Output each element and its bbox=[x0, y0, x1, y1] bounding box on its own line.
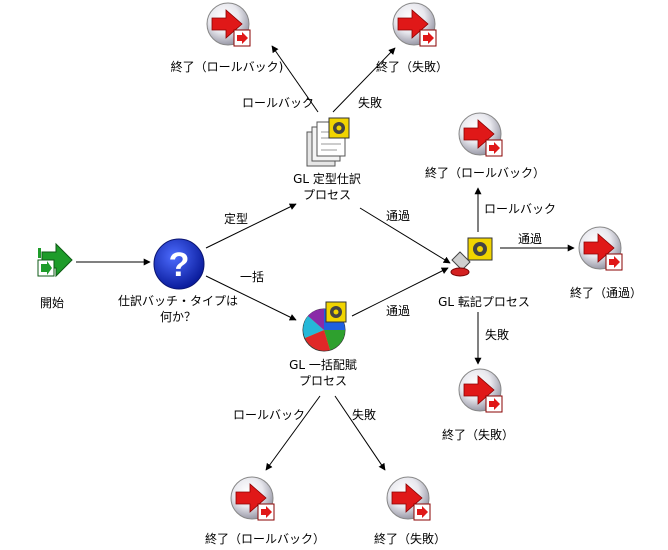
mass-label-line1: GL 一括配賦 bbox=[289, 358, 357, 372]
edge-mass-end-rollback bbox=[265, 395, 321, 471]
recurring-label-line1: GL 定型仕訳 bbox=[293, 172, 361, 186]
mass-label-line2: プロセス bbox=[298, 374, 347, 388]
edge-label-fail-post: 失敗 bbox=[485, 328, 510, 342]
posting-icon[interactable] bbox=[450, 237, 493, 277]
end-post-pass-label: 終了（通過） bbox=[569, 286, 642, 300]
edge-recurring-end-rollback bbox=[271, 45, 319, 113]
end-top-fail-icon[interactable] bbox=[392, 2, 437, 47]
posting-label: GL 転記プロセス bbox=[438, 295, 530, 309]
edge-label-pass-mass: 通過 bbox=[386, 304, 411, 318]
end-post-rollback-icon[interactable] bbox=[458, 112, 503, 157]
edge-recurring-posting bbox=[359, 207, 451, 264]
mass-allocation-icon[interactable] bbox=[302, 301, 347, 352]
end-top-fail-label: 終了（失敗） bbox=[375, 60, 448, 74]
edge-label-pass-post: 通過 bbox=[518, 232, 543, 246]
edge-label-fail-bottom: 失敗 bbox=[352, 408, 377, 422]
end-bottom-rollback-icon[interactable] bbox=[230, 476, 275, 521]
end-bottom-fail-label: 終了（失敗） bbox=[373, 532, 446, 546]
edges bbox=[76, 45, 575, 471]
question-label-line2: 何か？ bbox=[159, 310, 196, 324]
edge-label-mass: 一括 bbox=[240, 270, 265, 284]
edge-question-recurring bbox=[205, 203, 297, 249]
edge-label-recurring: 定型 bbox=[224, 212, 249, 226]
question-icon[interactable]: ? bbox=[153, 238, 205, 290]
edge-recurring-end-fail bbox=[332, 47, 396, 113]
end-post-fail-label: 終了（失敗） bbox=[441, 428, 514, 442]
edge-label-rollback-top: ロールバック bbox=[242, 96, 315, 110]
end-post-pass-icon[interactable] bbox=[578, 226, 623, 271]
end-bottom-rollback-label: 終了（ロールバック） bbox=[204, 532, 325, 546]
recurring-journal-icon[interactable] bbox=[306, 117, 350, 167]
edge-mass-end-fail bbox=[334, 395, 386, 471]
edge-label-rollback-bottom: ロールバック bbox=[233, 408, 306, 422]
end-top-rollback-label: 終了（ロールバック) bbox=[170, 60, 284, 74]
edge-label-fail-top: 失敗 bbox=[358, 96, 383, 110]
end-bottom-fail-icon[interactable] bbox=[386, 476, 431, 521]
question-label-line1: 仕訳バッチ・タイプは bbox=[117, 294, 238, 308]
edge-question-mass bbox=[205, 275, 297, 321]
start-icon[interactable] bbox=[34, 242, 74, 280]
recurring-label-line2: プロセス bbox=[302, 188, 351, 202]
end-post-fail-icon[interactable] bbox=[458, 368, 503, 413]
end-post-rollback-label: 終了（ロールバック） bbox=[424, 166, 545, 180]
edge-label-rollback-post: ロールバック bbox=[484, 202, 557, 216]
start-label: 開始 bbox=[39, 296, 64, 310]
edge-mass-posting bbox=[351, 267, 449, 317]
edge-label-pass-recurring: 通過 bbox=[386, 209, 411, 223]
end-top-rollback-icon[interactable] bbox=[206, 2, 251, 47]
svg-text:?: ? bbox=[169, 246, 190, 284]
